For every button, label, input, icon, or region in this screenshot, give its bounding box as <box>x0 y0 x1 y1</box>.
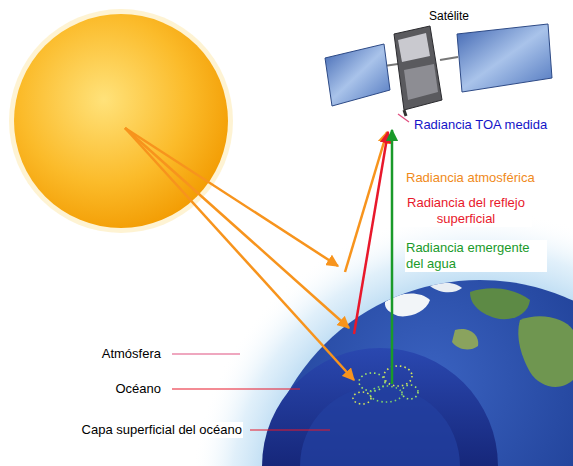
sun-rays <box>125 128 354 380</box>
earth-globe <box>470 288 530 319</box>
radiance-label: Radiancia TOA medida <box>413 117 548 133</box>
satellite <box>440 57 458 60</box>
sun <box>9 9 233 233</box>
radiance-label: Radiancia del reflejo superficial <box>400 195 532 227</box>
radiance-paths <box>345 132 387 272</box>
water-particles <box>370 386 402 402</box>
satellite <box>404 110 406 116</box>
sun-rays <box>125 128 349 328</box>
sun <box>9 9 233 233</box>
leader-lines <box>172 114 409 430</box>
satellite-label: Satélite <box>428 8 470 24</box>
radiance-label: Radiancia atmosférica <box>405 170 536 186</box>
satellite <box>394 26 442 110</box>
sun <box>14 14 228 228</box>
atmosphere-glow <box>190 210 573 466</box>
water-particles <box>402 385 418 399</box>
satellite <box>398 33 430 62</box>
ocean-section <box>300 386 460 466</box>
radiance-label: Radiancia emergente del agua <box>405 240 547 272</box>
satellite <box>325 44 390 106</box>
water-particles <box>384 366 412 386</box>
radiance-paths <box>391 130 394 384</box>
radiance-paths <box>345 130 392 384</box>
earth-globe <box>452 329 478 350</box>
leader-lines <box>172 388 300 389</box>
water-particles <box>359 373 385 391</box>
ocean-section <box>262 348 498 466</box>
earth-globe <box>260 280 573 466</box>
atmosphere-glow <box>190 210 573 466</box>
earth-globe <box>260 280 573 466</box>
satellite <box>325 24 552 116</box>
ocean-section <box>262 348 498 466</box>
part-label: Océano <box>114 381 162 397</box>
radiance-paths <box>354 132 388 334</box>
leader-lines <box>250 429 330 430</box>
sun-rays <box>125 128 354 380</box>
satellite <box>404 64 438 100</box>
part-label: Atmósfera <box>101 346 162 362</box>
leader-lines <box>172 353 240 354</box>
part-label: Capa superficial del océano <box>81 422 243 438</box>
earth-globe <box>518 316 573 387</box>
leader-lines <box>398 114 409 122</box>
water-particles <box>353 366 418 404</box>
water-particles <box>353 392 371 404</box>
earth-globe <box>430 283 462 292</box>
satellite <box>457 24 552 92</box>
